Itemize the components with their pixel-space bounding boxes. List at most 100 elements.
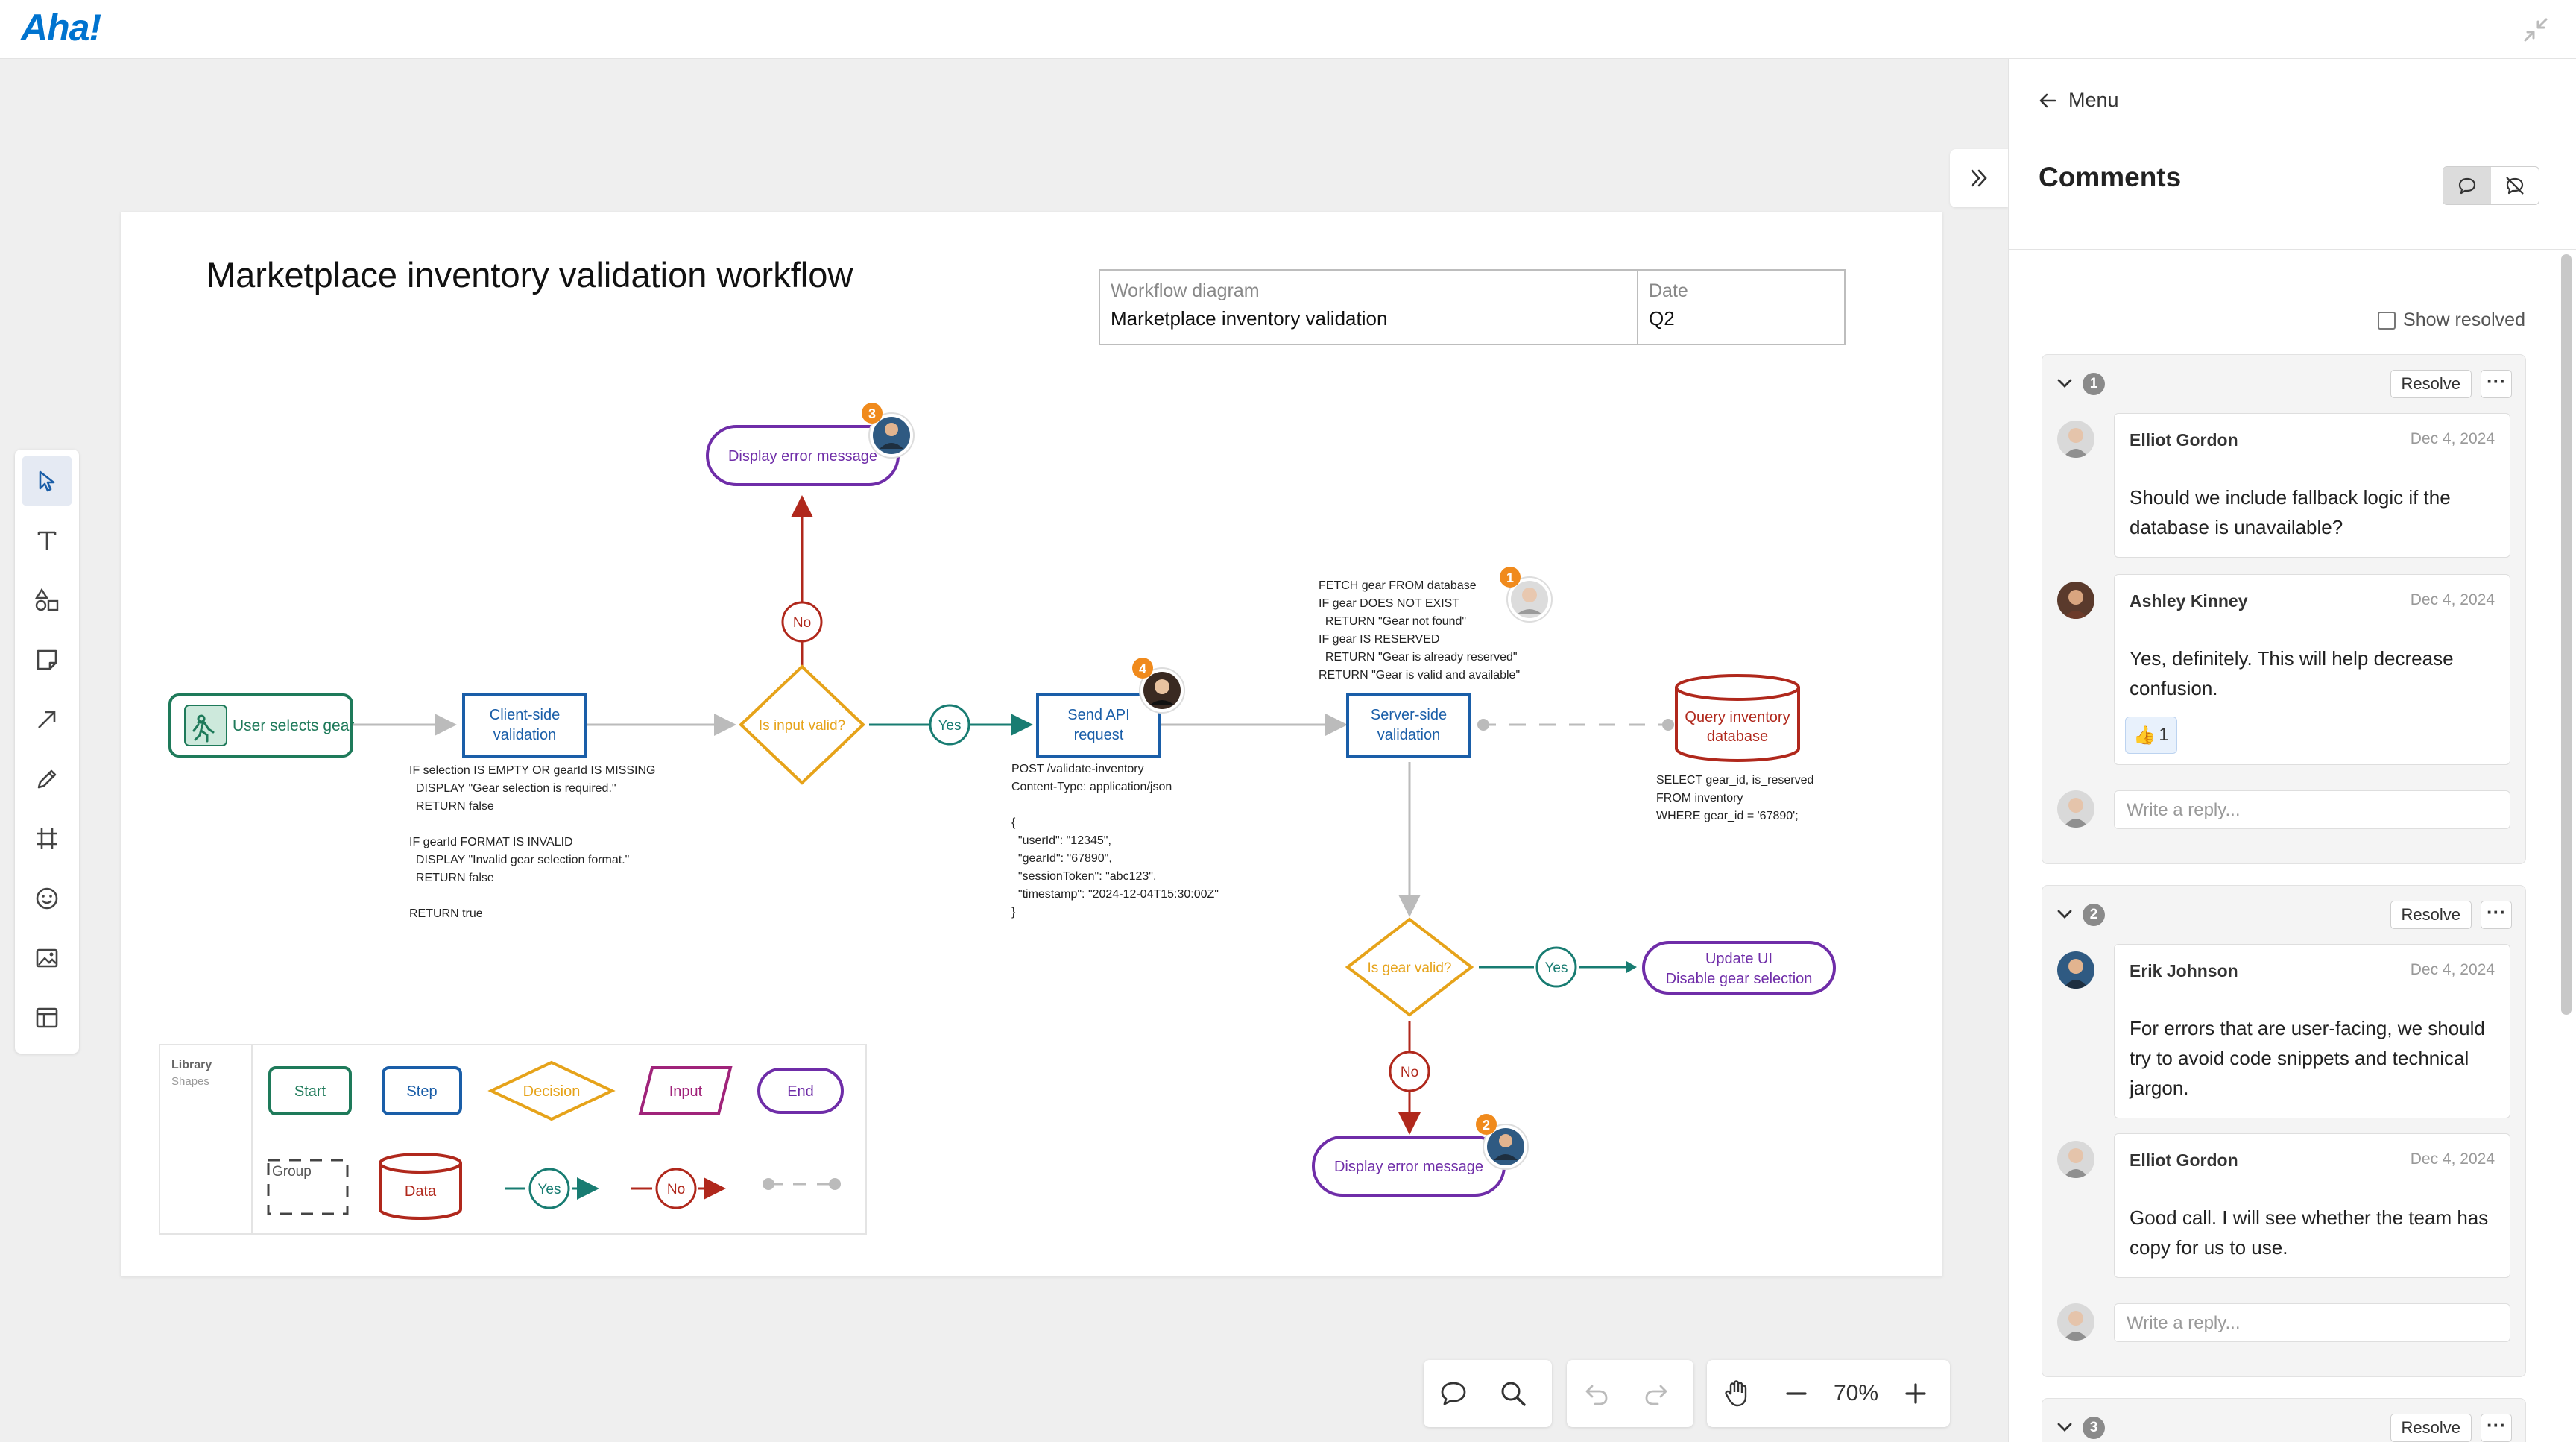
reply-input[interactable]: Write a reply...: [2114, 1303, 2510, 1342]
is-gear-valid-decision[interactable]: Is gear valid?: [1345, 917, 1474, 1017]
comment-marker-2[interactable]: 2: [1476, 1114, 1529, 1170]
more-options-button[interactable]: ···: [2481, 901, 2512, 929]
collapse-fullscreen-icon[interactable]: [2521, 15, 2551, 45]
resolve-button[interactable]: Resolve: [2390, 370, 2472, 398]
redo-button[interactable]: [1626, 1360, 1686, 1427]
template-tool-icon[interactable]: [22, 992, 72, 1043]
library-yes-connector[interactable]: Yes: [505, 1168, 599, 1209]
show-resolved-toggle[interactable]: Show resolved: [2378, 309, 2525, 331]
library-input-shape[interactable]: Input: [638, 1066, 733, 1115]
client-note-line: IF selection IS EMPTY OR gearId IS MISSI…: [409, 764, 655, 777]
comment-card[interactable]: Ashley Kinney Dec 4, 2024 Yes, definitel…: [2114, 574, 2510, 765]
arrow-left-icon: [2039, 93, 2056, 107]
info-table[interactable]: Workflow diagram Marketplace inventory v…: [1099, 269, 1846, 345]
comment-card[interactable]: Erik Johnson Dec 4, 2024 For errors that…: [2114, 944, 2510, 1118]
aha-logo[interactable]: Aha!: [21, 7, 101, 48]
chevron-down-icon[interactable]: [2054, 904, 2075, 925]
comment-body: Yes, definitely. This will help decrease…: [2130, 647, 2454, 699]
comment-card[interactable]: Elliot Gordon Dec 4, 2024 Should we incl…: [2114, 413, 2510, 558]
api-note-line: "timestamp": "2024-12-04T15:30:00Z": [1011, 888, 1219, 901]
connector-tool-icon[interactable]: [22, 694, 72, 745]
library-end-shape[interactable]: End: [757, 1068, 844, 1114]
search-icon: [1501, 1382, 1526, 1406]
display-error-end-bottom[interactable]: Display error message: [1312, 1136, 1506, 1197]
update-ui-label-2: Disable gear selection: [1666, 971, 1813, 987]
reaction-button[interactable]: 👍 1: [2125, 717, 2177, 754]
query-database-data[interactable]: Query inventory database: [1675, 674, 1800, 762]
emoji-tool-icon[interactable]: [22, 873, 72, 924]
reply-input[interactable]: Write a reply...: [2114, 790, 2510, 829]
frame-tool-icon[interactable]: [22, 813, 72, 864]
client-validation-step[interactable]: Client-side validation: [462, 693, 587, 758]
shape-library[interactable]: Library Shapes Start Step Decision Input: [159, 1044, 867, 1235]
comment-card[interactable]: Elliot Gordon Dec 4, 2024 Good call. I w…: [2114, 1133, 2510, 1278]
library-no-connector[interactable]: No: [631, 1168, 726, 1209]
zoom-in-button[interactable]: [1886, 1360, 1945, 1427]
resolve-button[interactable]: Resolve: [2390, 901, 2472, 929]
panel-scrollbar[interactable]: [2561, 254, 2572, 1015]
api-request-note[interactable]: POST /validate-inventory Content-Type: a…: [1011, 763, 1219, 919]
shapes-tool-icon[interactable]: [22, 575, 72, 626]
chevron-down-icon[interactable]: [2054, 1417, 2075, 1438]
more-options-button[interactable]: ···: [2481, 1414, 2512, 1442]
server-validation-note[interactable]: FETCH gear FROM database IF gear DOES NO…: [1319, 579, 1520, 681]
avatar: [2057, 1141, 2094, 1178]
undo-redo-bar: [1567, 1360, 1693, 1427]
expand-panel-button[interactable]: [1950, 149, 2008, 207]
text-tool-icon[interactable]: [22, 515, 72, 566]
comment-marker-4[interactable]: 4: [1132, 658, 1185, 714]
hand-icon: [1725, 1380, 1747, 1407]
show-comments-button[interactable]: [2443, 167, 2491, 204]
library-group-shape[interactable]: Group: [267, 1159, 349, 1215]
whiteboard[interactable]: Marketplace inventory validation workflo…: [121, 212, 1942, 1276]
hide-comments-button[interactable]: [2491, 167, 2539, 204]
no-connector-label-top[interactable]: No: [781, 601, 823, 643]
sticky-note-tool-icon[interactable]: [22, 635, 72, 685]
search-button[interactable]: [1483, 1360, 1543, 1427]
server-validation-step[interactable]: Server-side validation: [1346, 693, 1471, 758]
is-input-valid-decision[interactable]: Is input valid?: [739, 664, 865, 785]
client-validation-label-1: Client-side: [490, 707, 560, 723]
menu-label: Menu: [2068, 89, 2119, 111]
resolve-button[interactable]: Resolve: [2390, 1414, 2472, 1442]
comment-body: For errors that are user-facing, we shou…: [2130, 1017, 2485, 1099]
chevron-down-icon[interactable]: [2054, 373, 2075, 394]
comment-marker-3[interactable]: 3: [862, 403, 915, 459]
client-validation-note[interactable]: IF selection IS EMPTY OR gearId IS MISSI…: [409, 764, 655, 920]
library-data-shape[interactable]: Data: [379, 1153, 462, 1220]
undo-button[interactable]: [1567, 1360, 1626, 1427]
server-note-line: IF gear IS RESERVED: [1319, 633, 1439, 646]
pan-button[interactable]: [1707, 1360, 1767, 1427]
show-resolved-checkbox[interactable]: [2378, 311, 2396, 330]
library-decision-shape[interactable]: Decision: [487, 1060, 616, 1121]
display-error-end-top[interactable]: Display error message: [706, 425, 900, 486]
library-step-shape[interactable]: Step: [382, 1066, 462, 1115]
database-query-note[interactable]: SELECT gear_id, is_reserved FROM invento…: [1656, 774, 1813, 822]
zoom-level[interactable]: 70%: [1833, 1381, 1879, 1405]
library-start-shape[interactable]: Start: [268, 1066, 352, 1115]
send-api-request-step[interactable]: Send API request: [1036, 693, 1161, 758]
image-tool-icon[interactable]: [22, 933, 72, 983]
update-ui-end[interactable]: Update UI Disable gear selection: [1642, 941, 1836, 995]
pen-tool-icon[interactable]: [22, 754, 72, 805]
yes-mid-label: Yes: [938, 718, 962, 734]
canvas-area[interactable]: Marketplace inventory validation workflo…: [0, 59, 2008, 1442]
yes-connector-label-right[interactable]: Yes: [1535, 946, 1577, 988]
send-api-label-2: request: [1074, 727, 1124, 743]
start-node[interactable]: User selects gear: [168, 693, 354, 758]
yes-connector-label-mid[interactable]: Yes: [929, 704, 970, 746]
no-connector-label-bottom[interactable]: No: [1389, 1051, 1430, 1092]
more-options-button[interactable]: ···: [2481, 370, 2512, 398]
back-to-menu-link[interactable]: Menu: [2039, 89, 2119, 112]
reaction-count: 1: [2159, 725, 2169, 745]
thread-number-badge: 1: [2083, 373, 2105, 395]
select-tool-icon[interactable]: [22, 456, 72, 506]
display-error-top-label: Display error message: [728, 448, 877, 465]
diagram-title[interactable]: Marketplace inventory validation workflo…: [206, 255, 853, 295]
library-dashed-connector[interactable]: [763, 1178, 841, 1190]
comment-mode-button[interactable]: [1424, 1360, 1483, 1427]
zoom-controls: 70%: [1707, 1360, 1950, 1427]
comment-marker-1[interactable]: 1: [1500, 567, 1553, 623]
comment-author: Elliot Gordon: [2130, 430, 2238, 450]
zoom-out-button[interactable]: [1767, 1360, 1826, 1427]
